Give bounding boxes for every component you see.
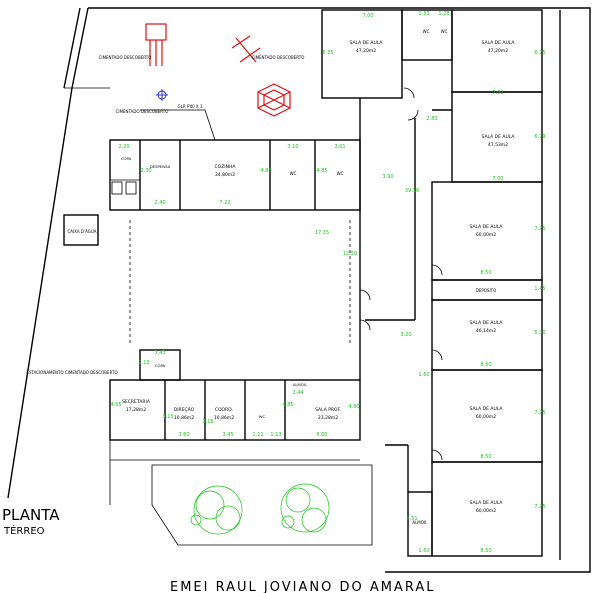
dimension-label: 3.60: [178, 432, 189, 438]
room-area: 60,00m2: [476, 232, 496, 238]
dimension-label: 7.00: [362, 13, 373, 19]
room-name: WC: [259, 414, 266, 419]
dimension-label: 1.60: [418, 548, 429, 554]
room-name: WC: [337, 171, 344, 176]
dimension-label: 7.25: [534, 226, 545, 232]
room-area: 23,28m2: [318, 415, 338, 421]
dimension-label: 6.79: [534, 134, 545, 140]
room-name: SALA PROF.: [315, 407, 341, 413]
dimension-label: 8.50: [480, 548, 491, 554]
area-label: CIMENTADO DESCOBERTO: [99, 55, 152, 60]
dimension-label: 2.20: [118, 144, 129, 150]
plan-label: PLANTA: [2, 506, 60, 524]
dimension-label: 2.44: [292, 390, 303, 396]
room-name: SALA DE AULA: [470, 406, 504, 412]
dimension-label: 2.13: [138, 360, 149, 366]
dimension-label: 4.80: [348, 404, 359, 410]
dimension-label: 2.80: [426, 116, 437, 122]
dimension-label: 39.10: [405, 188, 419, 194]
room-name: COPA: [155, 363, 166, 368]
dimension-label: 1.11: [252, 432, 263, 438]
room-name: DESPENSA: [150, 164, 171, 169]
dimension-label: 1.45: [534, 286, 545, 292]
room-area: 10,86m2: [174, 415, 194, 421]
dimension-label: 3.90: [382, 174, 393, 180]
plan-sublabel: TÉRREO: [3, 524, 45, 537]
area-label: CIMENTADO DESCOBERTO: [116, 109, 169, 114]
room-name: COPA: [121, 156, 132, 161]
dimension-label: 3.01: [334, 144, 345, 150]
area-label: ESTACIONAMENTO CIMENTADO DESCOBERTO: [26, 370, 117, 375]
room-name: ALMOX.: [412, 520, 427, 525]
room-area: 17,28m2: [126, 407, 146, 413]
room-name: SALA DE AULA: [482, 40, 516, 46]
dimension-label: 8.50: [480, 362, 491, 368]
room-area: 10,86m2: [214, 415, 234, 421]
dimension-label: 7.00: [492, 176, 503, 182]
dimension-label: 5.30: [534, 330, 545, 336]
dimension-label: 3.15: [162, 414, 173, 420]
dimension-label: 3.16: [202, 419, 213, 425]
dimension-label: 3.43: [154, 350, 165, 356]
room-name: COZINHA: [215, 164, 237, 170]
dimension-label: 4.85: [316, 168, 327, 174]
dimension-label: 3.20: [400, 332, 411, 338]
room-name: SALA DE AULA: [470, 320, 504, 326]
room-area: 34,80m2: [215, 172, 235, 178]
room-area: 47,20m2: [356, 48, 376, 54]
room-name: ALMOX.: [293, 382, 308, 387]
room-name: WC: [423, 29, 430, 34]
room-name: SALA DE AULA: [470, 224, 504, 230]
dimension-label: 2.30: [140, 168, 151, 174]
dimension-label: 17.35: [315, 230, 329, 236]
room-labels: SALA DE AULA 47,20m2 SALA DE AULA 47,20m…: [26, 29, 515, 525]
dimension-labels: 7.00 1.33 1.28 6.35 6.75 7.02 7.00 6.79 …: [110, 11, 545, 554]
dimension-label: 7.25: [534, 410, 545, 416]
dimension-label: 7.25: [534, 504, 545, 510]
classroom-wing: [321, 9, 561, 560]
dimension-label: 4.85: [282, 402, 293, 408]
room-area: 60,00m2: [476, 508, 496, 514]
dimension-label: 7.22: [219, 200, 230, 206]
dimension-label: 1.60: [418, 372, 429, 378]
room-name: SALA DE AULA: [482, 134, 516, 140]
garden: [151, 464, 373, 546]
room-name: SALA DE AULA: [470, 500, 504, 506]
dimension-label: 6.35: [322, 50, 333, 56]
dimension-label: 6.75: [534, 50, 545, 56]
room-name: SALA DE AULA: [350, 40, 384, 46]
room-name: WC: [441, 29, 448, 34]
area-label: GLP. P40 X 3: [178, 104, 203, 109]
area-label: CIMENTADO DESCOBERTO: [252, 55, 305, 60]
site-boundary: [7, 7, 591, 573]
central-core: [109, 139, 361, 441]
dimension-label: 1.28: [438, 11, 449, 17]
room-name: CAIXA D'ÁGUA: [67, 229, 96, 234]
room-area: 46,14m2: [476, 328, 496, 334]
dimension-label: 7.02: [492, 90, 503, 96]
dimension-label: 3.10: [287, 144, 298, 150]
room-name: DEPOSITO: [476, 288, 496, 293]
dimension-label: 1.33: [418, 11, 429, 17]
dimension-label: 8.50: [480, 270, 491, 276]
dimension-label: 4.55: [110, 402, 121, 408]
room-name: SECRETARIA: [122, 399, 151, 405]
dimension-label: 2.40: [154, 200, 165, 206]
dimension-label: 3.51: [406, 516, 417, 522]
room-area: 60,00m2: [476, 414, 496, 420]
dimension-label: 6.00: [316, 432, 327, 438]
dimension-label: 4.85: [260, 168, 271, 174]
dimension-label: 3.45: [222, 432, 233, 438]
room-area: 47,53m2: [488, 142, 508, 148]
room-name: DIREÇÃO: [174, 406, 195, 413]
site-features: [63, 23, 360, 505]
dimension-label: 8.50: [480, 454, 491, 460]
dimension-label: 12.50: [343, 251, 357, 257]
page-title: EMEI RAUL JOVIANO DO AMARAL: [170, 580, 435, 593]
room-name: COORD.: [215, 407, 233, 413]
room-area: 47,20m2: [488, 48, 508, 54]
room-name: WC: [290, 171, 297, 176]
dimension-label: 1.13: [270, 432, 281, 438]
